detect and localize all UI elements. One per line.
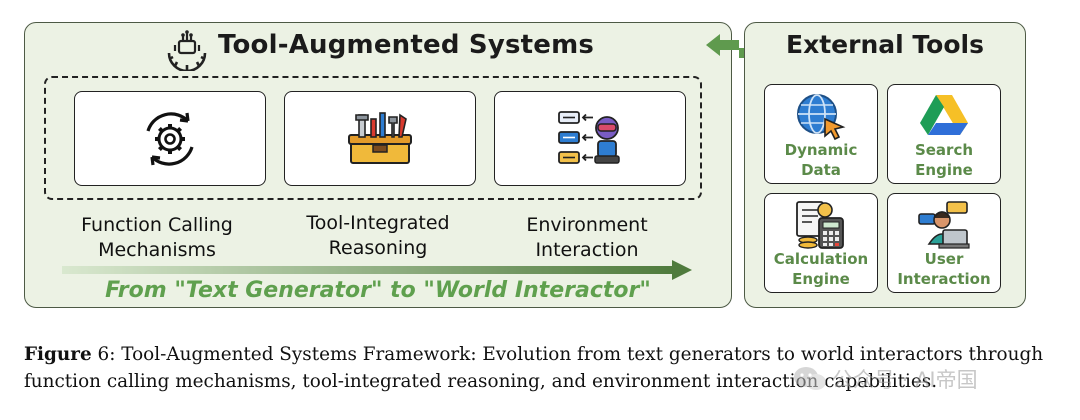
wechat-logo-icon [794,367,826,390]
tool-integrated-reasoning-card [284,91,476,186]
caption-label: Figure [24,344,92,365]
globe-cursor-icon [797,94,846,141]
dynamic-data-card: Dynamic Data [764,84,878,184]
search-engine-card: Search Engine [887,84,1001,184]
user-interaction-label: User Interaction [897,250,991,288]
evolution-gradient-arrow [62,260,692,280]
caption-text: : Tool-Augmented Systems Framework: Evol… [24,344,1044,392]
function-calling-label: Function Calling Mechanisms [81,214,233,261]
calculation-engine-card: Calculation Engine [764,193,878,293]
evolution-tagline: From "Text Generator" to "World Interact… [105,278,651,303]
tool-integrated-reasoning-label: Tool-Integrated Reasoning [306,212,450,259]
search-engine-label: Search Engine [914,141,974,179]
user-chat-icon [918,201,970,249]
watermark: 公众号 · AI帝国 [790,362,1060,396]
environment-interaction-card [494,91,686,186]
drive-triangle-icon [920,95,968,135]
figure-caption: Figure 6: Tool-Augmented Systems Framewo… [24,341,1064,395]
main-panel-title: Tool-Augmented Systems [218,30,595,60]
function-calling-gear-icon [146,111,194,166]
calculator-icon [796,201,844,249]
watermark-text: 公众号 · AI帝国 [832,368,978,392]
calculation-engine-label: Calculation Engine [773,250,869,288]
user-interaction-card: User Interaction [887,193,1001,293]
toolbox-icon [348,111,412,164]
dynamic-data-label: Dynamic Data [784,141,858,179]
environment-interaction-label: Environment Interaction [526,214,648,261]
capabilities-dashed-group [44,76,702,200]
external-tools-title: External Tools [786,30,984,59]
robot-interaction-icon [558,110,620,164]
function-calling-card [74,91,266,186]
gear-robot-logo-icon [167,30,207,71]
caption-number: 6 [97,344,110,365]
